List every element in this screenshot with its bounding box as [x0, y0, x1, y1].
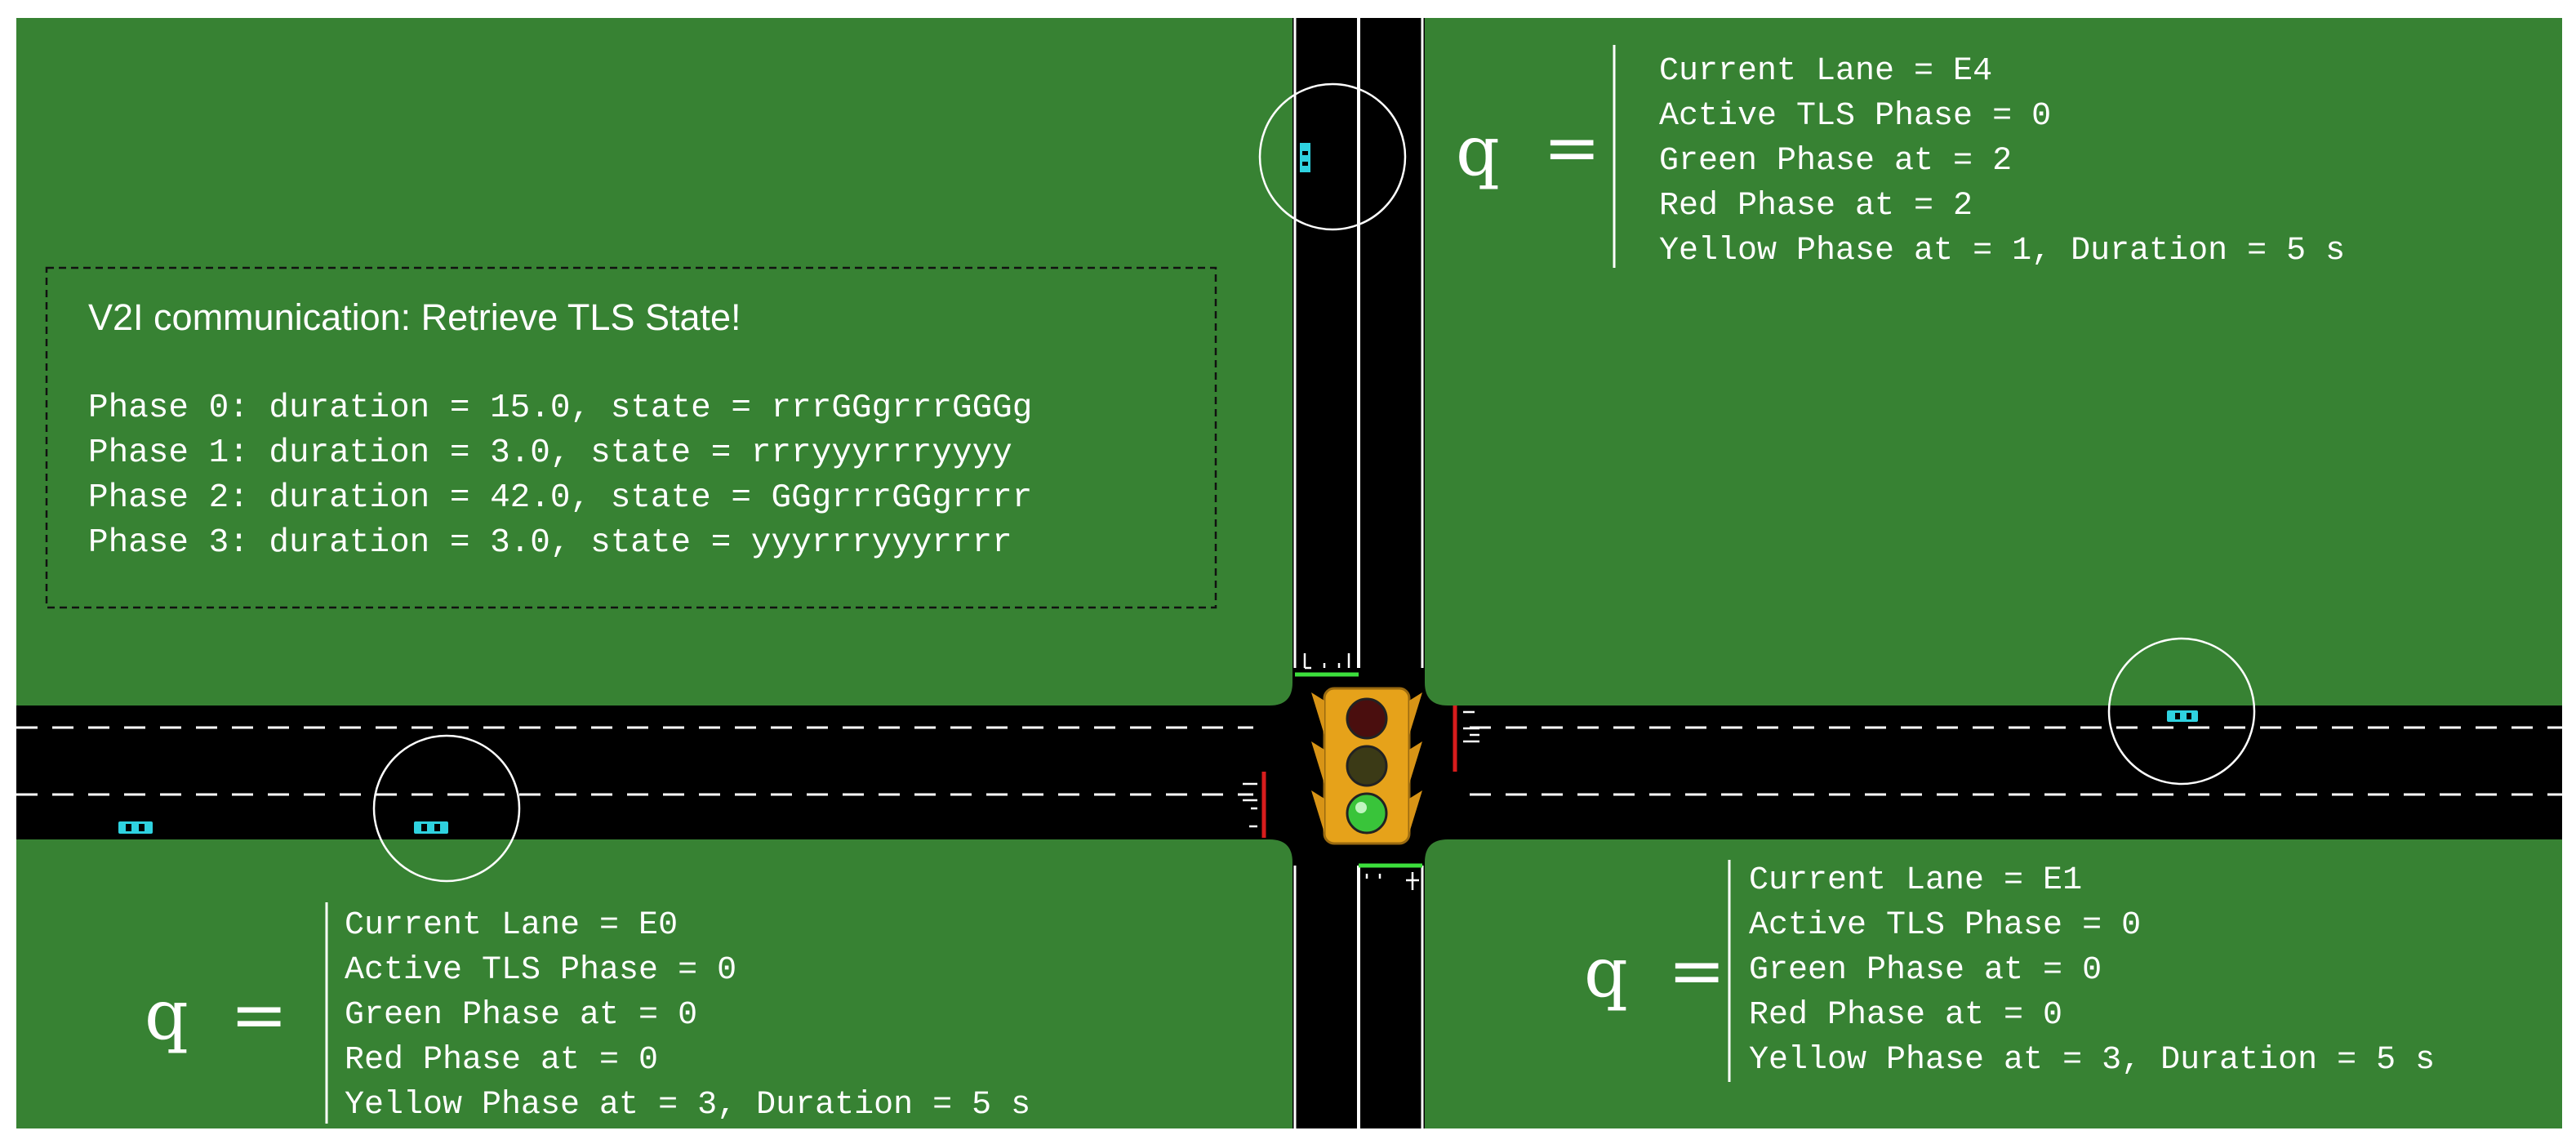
yellow-lamp	[1346, 745, 1388, 787]
vehicle-north[interactable]	[1258, 82, 1407, 231]
v2i-box-title: V2I communication: Retrieve TLS State!	[88, 296, 741, 338]
lane-arrows	[1243, 653, 1479, 890]
communication-range-north	[1258, 82, 1407, 231]
vehicle-west-far[interactable]	[118, 821, 153, 834]
corner-se	[1425, 839, 1448, 862]
v2i-box-border	[45, 266, 1217, 609]
yellow-phase: Yellow Phase at = 3, Duration = 5 s	[1749, 1042, 2435, 1079]
car-icon	[1300, 143, 1310, 172]
stop-lines	[1243, 653, 1479, 890]
car-icon	[2167, 710, 2198, 722]
active-tls-phase: Active TLS Phase = 0	[1659, 98, 2051, 135]
yellow-phase: Yellow Phase at = 3, Duration = 5 s	[345, 1087, 1030, 1124]
green-phase: Green Phase at = 2	[1659, 143, 2012, 180]
q-label: q	[1584, 933, 1628, 1013]
state-panel-east: q = Current Lane = E1 Active TLS Phase =…	[1584, 860, 2435, 1082]
current-lane: Current Lane = E4	[1659, 53, 1992, 90]
vehicles	[118, 82, 2256, 883]
red-phase: Red Phase at = 2	[1659, 188, 1973, 225]
lane-markings	[16, 18, 2562, 1128]
corner-sw	[1270, 839, 1292, 862]
traffic-light-icon	[1311, 687, 1422, 845]
green-phase: Green Phase at = 0	[1749, 952, 2102, 989]
yellow-phase: Yellow Phase at = 1, Duration = 5 s	[1659, 233, 2345, 269]
red-phase: Red Phase at = 0	[345, 1042, 658, 1079]
phase-line-3: Phase 3: duration = 3.0, state = yyyrrry…	[88, 524, 1012, 562]
red-lamp	[1346, 697, 1388, 740]
active-tls-phase: Active TLS Phase = 0	[345, 952, 736, 989]
current-lane: Current Lane = E0	[345, 907, 678, 944]
car-icon	[118, 821, 153, 834]
corner-ne	[1425, 683, 1448, 706]
state-panel-north: q = Current Lane = E4 Active TLS Phase =…	[1456, 45, 2345, 269]
equals-sign: =	[230, 975, 287, 1055]
green-lamp	[1346, 792, 1388, 835]
phase-line-1: Phase 1: duration = 3.0, state = rrryyyr…	[88, 434, 1012, 472]
red-phase: Red Phase at = 0	[1749, 997, 2062, 1034]
q-label: q	[145, 975, 189, 1055]
v2i-info-box: V2I communication: Retrieve TLS State! P…	[45, 266, 1217, 609]
current-lane: Current Lane = E1	[1749, 862, 2082, 899]
communication-range-east	[2107, 637, 2256, 786]
equals-sign: =	[1543, 108, 1600, 188]
corner-nw	[1270, 683, 1292, 706]
phase-line-0: Phase 0: duration = 15.0, state = rrrGGg…	[88, 389, 1032, 427]
q-label: q	[1456, 111, 1500, 191]
horizontal-road	[16, 706, 2562, 839]
vehicle-east[interactable]	[2107, 637, 2256, 786]
phase-line-2: Phase 2: duration = 42.0, state = GGgrrr…	[88, 479, 1032, 517]
green-phase: Green Phase at = 0	[345, 997, 697, 1034]
active-tls-phase: Active TLS Phase = 0	[1749, 907, 2141, 944]
car-icon	[414, 821, 448, 834]
equals-sign: =	[1668, 931, 1725, 1011]
grass-area	[16, 18, 2562, 1128]
communication-range-west	[372, 734, 521, 883]
state-panel-west: q = Current Lane = E0 Active TLS Phase =…	[145, 902, 1030, 1124]
vehicle-west[interactable]	[372, 734, 521, 883]
